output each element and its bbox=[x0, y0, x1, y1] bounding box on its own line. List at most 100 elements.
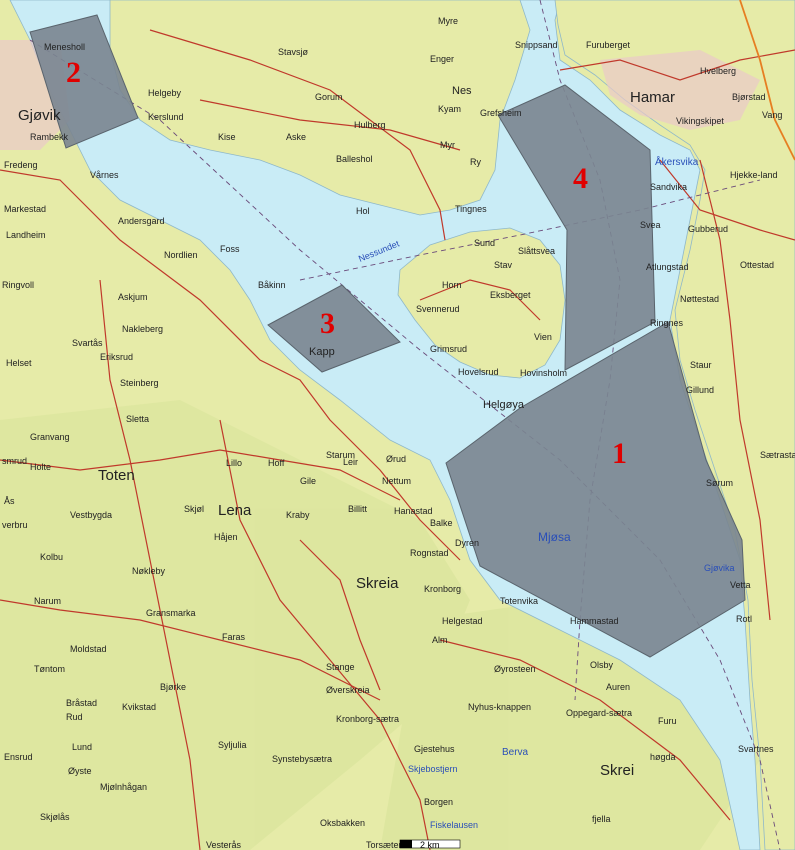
svg-text:Grefsheim: Grefsheim bbox=[480, 108, 522, 118]
svg-text:Kise: Kise bbox=[218, 132, 236, 142]
zone-4[interactable] bbox=[497, 84, 656, 371]
svg-text:Aske: Aske bbox=[286, 132, 306, 142]
svg-text:Andersgard: Andersgard bbox=[118, 216, 165, 226]
svg-text:Balleshol: Balleshol bbox=[336, 154, 373, 164]
svg-text:Steinberg: Steinberg bbox=[120, 378, 159, 388]
svg-text:Hovinsholm: Hovinsholm bbox=[520, 368, 567, 378]
svg-text:Hovelsrud: Hovelsrud bbox=[458, 367, 499, 377]
svg-text:Kolbu: Kolbu bbox=[40, 552, 63, 562]
town-hamar[interactable]: Hamar bbox=[630, 89, 675, 106]
svg-text:Kyam: Kyam bbox=[438, 104, 461, 114]
svg-text:Helset: Helset bbox=[6, 358, 32, 368]
hamar-built-area bbox=[600, 50, 760, 130]
town-helgoya[interactable]: Helgøya bbox=[483, 399, 525, 411]
svg-text:Tingnes: Tingnes bbox=[455, 204, 487, 214]
svg-text:Skjøl: Skjøl bbox=[184, 504, 204, 514]
svg-text:Atlungstad: Atlungstad bbox=[646, 262, 689, 272]
svg-text:Staur: Staur bbox=[690, 360, 712, 370]
svg-text:Slåttsvea: Slåttsvea bbox=[518, 246, 555, 256]
svg-text:Rud: Rud bbox=[66, 712, 83, 722]
svg-text:Moldstad: Moldstad bbox=[70, 644, 107, 654]
svg-text:Furuberget: Furuberget bbox=[586, 40, 631, 50]
svg-text:Hammastad: Hammastad bbox=[570, 616, 619, 626]
svg-text:Holte: Holte bbox=[30, 462, 51, 472]
zone-1[interactable] bbox=[445, 321, 746, 658]
scale-bar-label: 2 km bbox=[420, 840, 440, 850]
svg-text:Hol: Hol bbox=[356, 206, 370, 216]
svg-text:Rognstad: Rognstad bbox=[410, 548, 449, 558]
svg-text:Ås: Ås bbox=[4, 496, 15, 506]
svg-text:Vikingskipet: Vikingskipet bbox=[676, 116, 724, 126]
svg-text:Bjørstad: Bjørstad bbox=[732, 92, 766, 102]
svg-text:Vang: Vang bbox=[762, 110, 782, 120]
svg-text:Håjen: Håjen bbox=[214, 532, 238, 542]
svg-text:Nøttestad: Nøttestad bbox=[680, 294, 719, 304]
zone-2-label: 2 bbox=[66, 56, 81, 89]
town-skrei[interactable]: Skrei bbox=[600, 762, 634, 779]
town-nes[interactable]: Nes bbox=[452, 85, 472, 97]
svg-text:Auren: Auren bbox=[606, 682, 630, 692]
svg-text:Kvikstad: Kvikstad bbox=[122, 702, 156, 712]
svg-text:Kraby: Kraby bbox=[286, 510, 310, 520]
svg-text:verbru: verbru bbox=[2, 520, 28, 530]
svg-text:Lillo: Lillo bbox=[226, 458, 242, 468]
svg-text:Øyste: Øyste bbox=[68, 766, 92, 776]
svg-text:Stav: Stav bbox=[494, 260, 513, 270]
water-gjovika: Gjøvika bbox=[704, 563, 735, 573]
helgoya-island bbox=[397, 227, 566, 379]
town-toten[interactable]: Toten bbox=[98, 467, 135, 484]
svg-text:Hvelberg: Hvelberg bbox=[700, 66, 736, 76]
svg-text:Myr: Myr bbox=[440, 140, 455, 150]
svg-text:Svennerud: Svennerud bbox=[416, 304, 460, 314]
svg-text:Myre: Myre bbox=[438, 16, 458, 26]
svg-text:Vien: Vien bbox=[534, 332, 552, 342]
town-skreia[interactable]: Skreia bbox=[356, 575, 399, 592]
svg-text:Helgestad: Helgestad bbox=[442, 616, 483, 626]
svg-text:Landheim: Landheim bbox=[6, 230, 46, 240]
svg-text:Hjekke-land: Hjekke-land bbox=[730, 170, 778, 180]
svg-text:Ry: Ry bbox=[470, 157, 481, 167]
svg-text:Enger: Enger bbox=[430, 54, 454, 64]
water-berva: Berva bbox=[502, 747, 529, 758]
svg-text:Grimsrud: Grimsrud bbox=[430, 344, 467, 354]
town-lena[interactable]: Lena bbox=[218, 502, 252, 519]
svg-text:Markestad: Markestad bbox=[4, 204, 46, 214]
svg-text:Nakleberg: Nakleberg bbox=[122, 324, 163, 334]
svg-text:Nettum: Nettum bbox=[382, 476, 411, 486]
zone-3[interactable] bbox=[267, 284, 401, 373]
town-gjovik[interactable]: Gjøvik bbox=[18, 107, 61, 124]
svg-text:smrud: smrud bbox=[2, 456, 27, 466]
zone-2[interactable] bbox=[29, 14, 139, 149]
svg-text:Sætrastad: Sætrastad bbox=[760, 450, 795, 460]
svg-text:Foss: Foss bbox=[220, 244, 240, 254]
svg-text:Mjølnhågan: Mjølnhågan bbox=[100, 782, 147, 792]
svg-text:Alm: Alm bbox=[432, 635, 448, 645]
svg-text:Billitt: Billitt bbox=[348, 504, 368, 514]
svg-text:Eksberget: Eksberget bbox=[490, 290, 531, 300]
svg-text:Stavsjø: Stavsjø bbox=[278, 47, 309, 57]
water-akersvika: Åkersvika bbox=[655, 155, 699, 168]
svg-text:Menesholl: Menesholl bbox=[44, 42, 85, 52]
svg-text:Vetta: Vetta bbox=[730, 580, 751, 590]
svg-text:Gile: Gile bbox=[300, 476, 316, 486]
svg-text:Sandvika: Sandvika bbox=[650, 182, 687, 192]
svg-text:Sund: Sund bbox=[474, 238, 495, 248]
svg-text:Øverskreia: Øverskreia bbox=[326, 685, 370, 695]
svg-text:Vårnes: Vårnes bbox=[90, 170, 119, 180]
svg-text:Horn: Horn bbox=[442, 280, 462, 290]
svg-text:Totenvika: Totenvika bbox=[500, 596, 538, 606]
svg-text:Narum: Narum bbox=[34, 596, 61, 606]
svg-text:Gillund: Gillund bbox=[686, 385, 714, 395]
svg-text:Øyrosteen: Øyrosteen bbox=[494, 664, 536, 674]
svg-text:Kronborg: Kronborg bbox=[424, 584, 461, 594]
svg-text:Skjølås: Skjølås bbox=[40, 812, 70, 822]
svg-text:Tøntom: Tøntom bbox=[34, 664, 65, 674]
place-labels: Menesholl Helgeby Kerslund Rambekk Kise … bbox=[2, 16, 795, 850]
svg-text:Leir: Leir bbox=[343, 457, 358, 467]
svg-text:Båkinn: Båkinn bbox=[258, 280, 286, 290]
svg-text:Syljulia: Syljulia bbox=[218, 740, 247, 750]
zone-3-label: 3 bbox=[320, 307, 335, 340]
svg-text:Ørud: Ørud bbox=[386, 454, 406, 464]
town-kapp[interactable]: Kapp bbox=[309, 346, 335, 358]
